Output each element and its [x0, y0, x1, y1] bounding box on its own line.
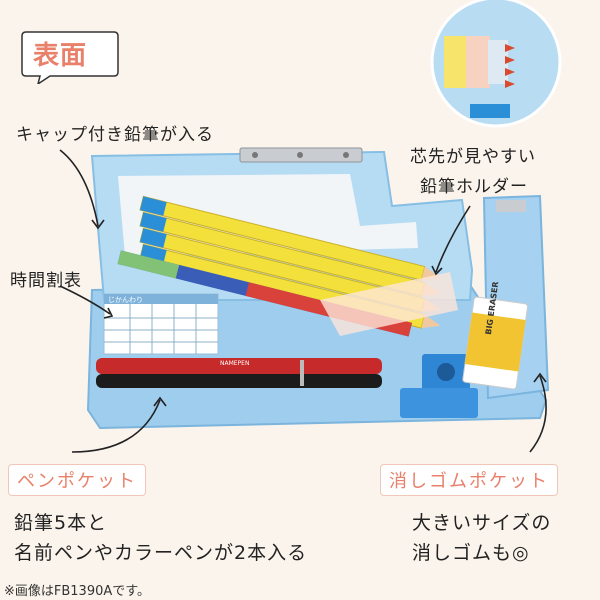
- title-bubble: [21, 31, 119, 84]
- pens: [96, 358, 382, 388]
- eraser-pocket-label: 消しゴムポケット: [380, 464, 558, 496]
- zoom-inset: [430, 0, 562, 128]
- pen-print: NAMEPEN: [220, 360, 250, 367]
- holder-label-line2: 鉛筆ホルダー: [420, 177, 528, 197]
- pen-desc-line1: 鉛筆5本と: [14, 512, 108, 534]
- timetable-header: じかんわり: [108, 296, 143, 304]
- timetable-card: [103, 293, 219, 355]
- sharpener: [400, 354, 478, 418]
- holder-label-line1: 芯先が見やすい: [410, 147, 536, 167]
- footnote: ※画像はFB1390Aです。: [4, 584, 150, 599]
- timetable-label: 時間割表: [10, 271, 82, 291]
- cap-pencil-label: キャップ付き鉛筆が入る: [16, 125, 214, 145]
- pen-pocket-label: ペンポケット: [8, 464, 146, 496]
- callout-arrows: [59, 149, 547, 453]
- eraser-desc-line1: 大きいサイズの: [412, 512, 552, 534]
- eraser-desc-line2: 消しゴムも◎: [412, 542, 530, 564]
- pen-desc-line2: 名前ペンやカラーペンが2本入る: [14, 542, 308, 564]
- page-title: 表面: [33, 41, 88, 71]
- pencils: [117, 195, 458, 337]
- eraser: [462, 296, 529, 390]
